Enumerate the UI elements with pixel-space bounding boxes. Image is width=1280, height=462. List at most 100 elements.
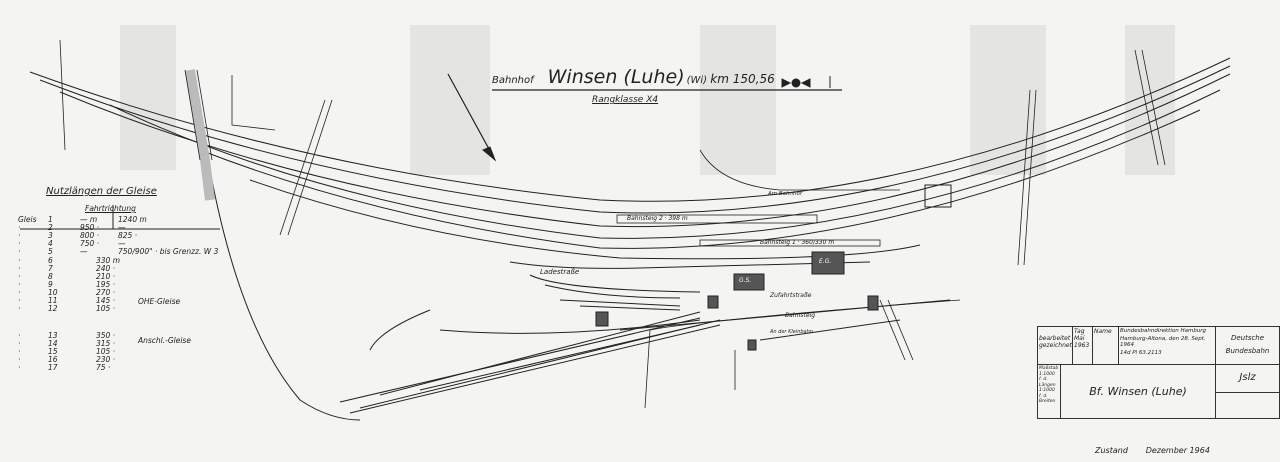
track-length: 210 · — [96, 272, 116, 281]
table-row: · 3 800 · 825 · — [18, 232, 218, 240]
track-number: 10 — [48, 288, 58, 297]
length-left: 800 · — [80, 231, 100, 240]
tb-authority-sub: Hamburg-Altona, den 28. Sept. 1964 — [1120, 335, 1206, 349]
kleinbahn-label: An der Kleinbahn — [770, 329, 813, 335]
track-length: 350 · — [96, 331, 116, 340]
state-line: Zustand Dezember 1964 — [1095, 446, 1210, 455]
table-row: · 6 330 m — [18, 257, 218, 265]
station-abbr: (Wi) — [686, 75, 708, 86]
table-row: · 16 230 · — [18, 356, 218, 364]
scan-shade — [700, 25, 776, 175]
direction-label: Fahrtrichtung — [85, 204, 136, 213]
platform-2-label: Bahnsteig 2 · 398 m — [627, 215, 688, 222]
table-title: Nutzlängen der Gleise — [46, 186, 157, 197]
track-number: 14 — [48, 339, 58, 348]
tb-org-1: Deutsche — [1230, 334, 1265, 342]
tb-station-name: Bf. Winsen (Luhe) — [1061, 365, 1216, 418]
track-number: 15 — [48, 347, 58, 356]
yard-tracks — [209, 169, 951, 421]
length-left: — — [80, 247, 88, 256]
main-tracks — [29, 57, 1231, 269]
track-number: 12 — [48, 304, 58, 313]
track-word: · — [18, 239, 21, 248]
track-length: 330 m — [96, 256, 121, 265]
platform-1 — [699, 239, 881, 247]
roads — [59, 39, 1166, 409]
station-km: km 150,56 — [710, 72, 775, 86]
track-length: 195 · — [96, 280, 116, 289]
track-number: 8 — [48, 272, 53, 281]
goods-shed-label: G.S. — [739, 277, 752, 284]
tb-col-tag: Tag — [1074, 328, 1085, 335]
track-length: 145 · — [96, 296, 116, 305]
tb-date: Mai 1963 — [1074, 335, 1090, 349]
platform-1-label: Bahnsteig 1 · 360/330 m — [760, 239, 835, 246]
tb-ref: 14d Pl 63.2113 — [1120, 349, 1162, 356]
track-length: 315 · — [96, 339, 116, 348]
track-number: 6 — [48, 256, 53, 265]
table-row: · 8 210 · — [18, 273, 218, 281]
station-name: Winsen (Luhe) — [547, 66, 685, 88]
track-word: · — [18, 247, 21, 256]
scan-shade — [1125, 25, 1175, 175]
track-word: Gleis — [18, 215, 37, 224]
length-right: 750/900" · bis Grenzz. W 3 — [118, 247, 219, 256]
track-number: 17 — [48, 363, 58, 372]
group-ohe-label: OHE-Gleise — [138, 297, 181, 306]
ladestrasse-label: Ladestraße — [540, 268, 580, 276]
length-left: — m — [80, 215, 98, 224]
group-anschl-label: Anschl.-Gleise — [138, 336, 191, 345]
north-arrow — [447, 73, 496, 161]
rank-class: Rangklasse X4 — [592, 95, 659, 105]
track-word: · — [18, 347, 21, 356]
track-word: · — [18, 280, 21, 289]
tb-col-name: Name — [1093, 327, 1119, 365]
track-number: 5 — [48, 247, 53, 256]
zufahrt-label: Zufahrtstraße — [770, 292, 812, 299]
length-left: 950 · — [80, 223, 100, 232]
station-building-label: E.G. — [819, 258, 832, 265]
length-left: 750 · — [80, 239, 100, 248]
bahnsteig-label: Bahnsteig — [785, 312, 816, 319]
track-length: 75 · — [96, 363, 111, 372]
track-word: · — [18, 288, 21, 297]
tb-org-2: Bundesbahn — [1225, 347, 1270, 355]
track-word: · — [18, 256, 21, 265]
title-prefix: Bahnhof — [492, 75, 534, 86]
track-word: · — [18, 264, 21, 273]
length-right: — — [118, 223, 126, 232]
table-row: · 5 — 750/900" · bis Grenzz. W 3 — [18, 248, 218, 256]
track-length: 230 · — [96, 355, 116, 364]
tb-code: Jslz — [1216, 365, 1279, 393]
scan-shade — [410, 25, 490, 175]
track-number: 3 — [48, 231, 53, 240]
station-title: Bahnhof Winsen (Luhe)(Wi) km 150,56 — [492, 66, 775, 88]
track-word: · — [18, 231, 21, 240]
track-word: · — [18, 339, 21, 348]
track-number: 16 — [48, 355, 58, 364]
track-number: 4 — [48, 239, 53, 248]
track-length: 240 · — [96, 264, 116, 273]
track-word: · — [18, 272, 21, 281]
track-number: 11 — [48, 296, 58, 305]
track-number: 1 — [48, 215, 53, 224]
length-right: 825 · — [118, 231, 138, 240]
platform-2 — [616, 214, 818, 224]
track-length: 105 · — [96, 304, 116, 313]
direction-marker-icon — [781, 78, 811, 88]
tb-scale: Maßstab 1:1000 f. d. Längen 1:1000 f. d.… — [1038, 365, 1061, 418]
track-number: 2 — [48, 223, 53, 232]
table-row: · 14 315 · — [18, 340, 218, 348]
track-word: · — [18, 355, 21, 364]
